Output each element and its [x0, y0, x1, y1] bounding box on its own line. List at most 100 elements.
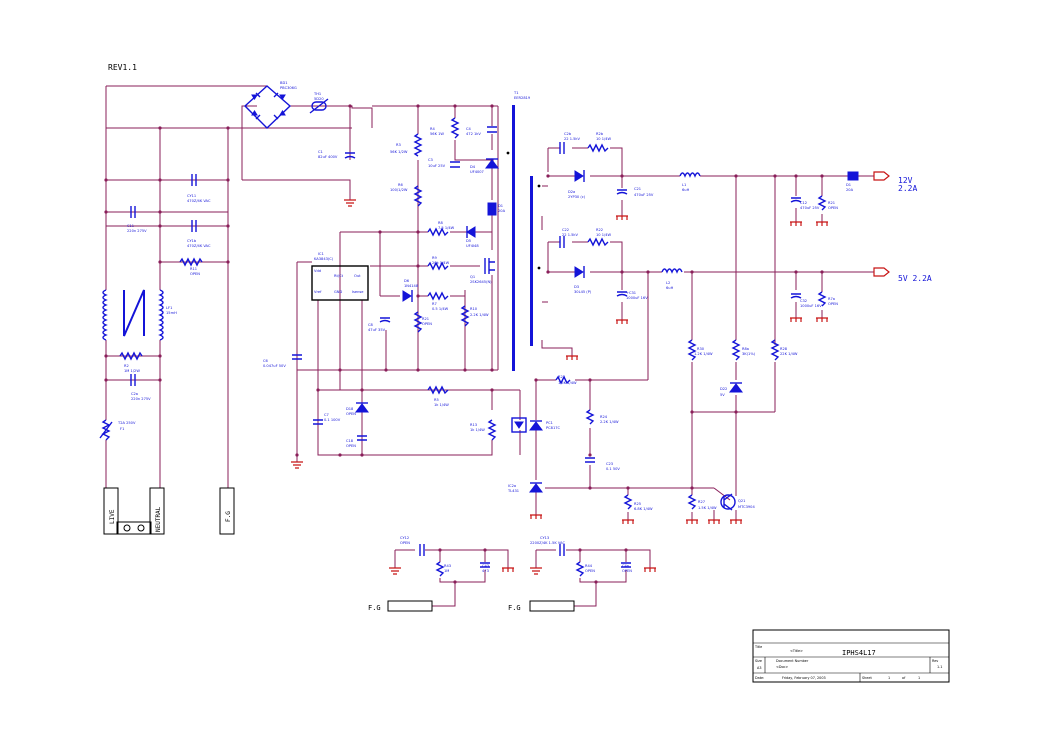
- r9-value: 20k 1/4W: [432, 261, 450, 265]
- tb-sheet-value: 1: [888, 676, 890, 680]
- ic1-pin-out: Out: [354, 274, 361, 278]
- r13-value: 1k 1/4W: [470, 428, 485, 432]
- q1-value: 2SK2645(N): [470, 280, 492, 284]
- c4a-value: OPEN: [622, 569, 632, 573]
- c21-value: 470uF 25V: [634, 193, 654, 197]
- q1-ref: Q1: [470, 275, 475, 279]
- c22-value: 22 1.5kV: [562, 233, 579, 237]
- c43-ref: C43: [482, 564, 489, 568]
- r21-ref: R21: [422, 317, 429, 321]
- tb-doc-label: Document Number: [776, 659, 809, 663]
- th1-ref: TH1: [313, 92, 321, 96]
- l2-value: 6uH: [666, 286, 674, 290]
- c43-value: 473: [482, 569, 489, 573]
- r21b-value: OPEN: [828, 206, 838, 210]
- tb-rev-value: 1.1: [937, 665, 942, 669]
- tb-title-placeholder: <Title>: [790, 649, 803, 653]
- c18-ref: C18: [346, 439, 354, 443]
- tb-doc-value: <Doc>: [776, 665, 788, 669]
- output-5v-label: 5V 2.2A: [898, 274, 932, 283]
- tb-sheet-label: Sheet: [862, 676, 872, 680]
- ic1-value: KA3843(C): [314, 257, 334, 261]
- cy11-ref: CY11: [187, 194, 196, 198]
- primary-capacitors: [292, 126, 802, 463]
- c8-ref: C8: [368, 323, 374, 327]
- d2a-value: 2YP30 (c): [568, 195, 586, 199]
- c22-ref: C22: [562, 228, 569, 232]
- cy1b-value: 470Z/4K VAC: [187, 244, 211, 248]
- r10-ref: R10: [470, 307, 478, 311]
- r4-ref: R4: [430, 127, 435, 131]
- output-terminals: [873, 171, 890, 277]
- r2-value: 1M 1/2W: [124, 369, 140, 373]
- c32-ref: C32: [800, 299, 807, 303]
- ic2-ref: IC2a: [508, 484, 516, 488]
- bd1-ref: BD1: [280, 81, 288, 85]
- c3-ref: C3: [428, 158, 433, 162]
- c32-value: 1000uF 16V: [800, 304, 822, 308]
- r25-ref: R25: [634, 502, 641, 506]
- c1-ref: C1: [318, 150, 323, 154]
- c12-ref: C12: [800, 201, 807, 205]
- r22-value: 10 1/4W: [596, 233, 611, 237]
- r27-ref: R27: [698, 500, 705, 504]
- ic1-pin-rt: Rt/Ct: [334, 274, 344, 278]
- ic1-pin-vref: Vref: [314, 290, 322, 294]
- c6-ref: C6: [263, 359, 269, 363]
- output-12v-label: 12V: [898, 176, 913, 185]
- c23-value: 0.1 50V: [606, 467, 620, 471]
- fg-left-label: F.G: [368, 604, 381, 612]
- transistor-q21: [720, 493, 736, 511]
- c12-value: 470uF 25V: [800, 206, 820, 210]
- r30-ref: R30: [697, 347, 705, 351]
- c31-value: 1000uF 16V: [626, 296, 648, 300]
- neutral-connector-label: NEUTRAL: [155, 506, 162, 532]
- r6-value: 100/1/2W: [390, 188, 408, 192]
- l1-ref: L1: [682, 183, 686, 187]
- r27-value: 1.5K 1/4W: [698, 506, 717, 510]
- cy13-ref: CY13: [540, 536, 549, 540]
- title-block: [752, 629, 950, 683]
- cy1b-ref: CY1b: [187, 239, 197, 243]
- bd1-value: PBC306G: [280, 86, 297, 90]
- d1-value-prim: 20A: [498, 209, 506, 213]
- d3-ref: D3: [574, 285, 579, 289]
- r24-ref: R24: [600, 415, 608, 419]
- component-labels: BD1 PBC306G TH1 5D20 C1 82uF 400V CY11 4…: [117, 81, 854, 573]
- r21b-ref: R21: [828, 201, 835, 205]
- c8-value: 47uF 35V: [368, 328, 386, 332]
- fuse-f1: [99, 419, 113, 441]
- ic1-ref: IC1: [318, 252, 324, 256]
- ac-connectors: [103, 487, 575, 612]
- r4-value: 56K 1W: [430, 132, 444, 136]
- tb-rev-label: Rev: [932, 659, 938, 663]
- c11-value: 220n 275V: [127, 229, 147, 233]
- ic2-value: TL431: [507, 489, 519, 493]
- r11-value: OPEN: [190, 272, 200, 276]
- capacitor-c1: [344, 152, 356, 159]
- input-capacitors: [130, 174, 631, 568]
- r44-ref: R44: [585, 564, 593, 568]
- f1-ref: F1: [120, 427, 124, 431]
- r2b-value: 10 1/4W: [596, 137, 611, 141]
- r11-ref: R11: [190, 267, 197, 271]
- r43-ref: R43: [444, 564, 451, 568]
- c2b-ref: C2b: [564, 132, 572, 136]
- d22-value: 5V: [720, 393, 725, 397]
- r7a-ref: R7a: [828, 297, 835, 301]
- r7-ref: R7: [432, 302, 437, 306]
- d1-value: 20A: [846, 188, 854, 192]
- c18-value: OPEN: [346, 444, 356, 448]
- r23-value: 1.5K 1/4W: [558, 381, 577, 385]
- r9-ref: R9: [432, 256, 437, 260]
- d3-value: 30L45 (P): [574, 290, 592, 294]
- tb-title-label: Title: [754, 645, 762, 649]
- lf1-ref: LF1: [166, 306, 172, 310]
- r30-value: 1.2K 1/4W: [694, 352, 713, 356]
- d22-ref: D22: [720, 387, 727, 391]
- pc1-value: PC817C: [546, 426, 561, 430]
- thermistor-th1: [309, 98, 329, 114]
- r7a-value: OPEN: [828, 302, 838, 306]
- r28-ref: R28: [780, 347, 788, 351]
